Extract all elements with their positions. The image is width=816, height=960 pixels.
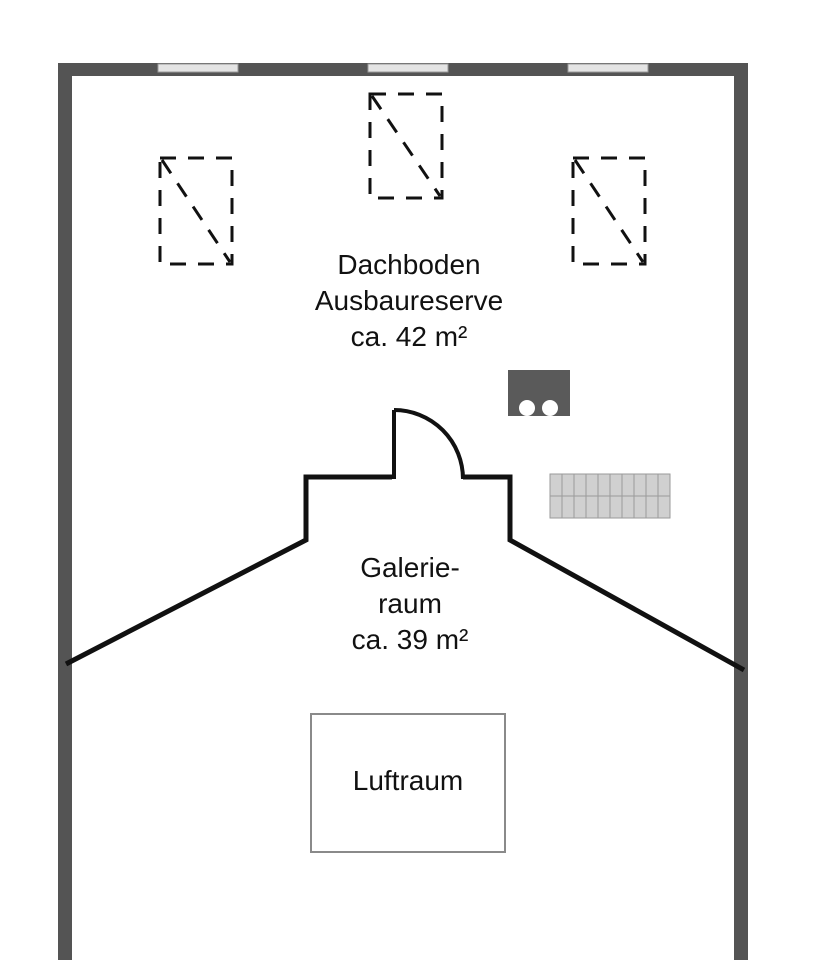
- skylight-center: [368, 92, 444, 200]
- skylight-right: [571, 156, 647, 266]
- skylight-right-diagonal: [573, 159, 645, 263]
- chimney-flue-left: [519, 400, 535, 416]
- dachboden-area: ca. 42 m²: [351, 321, 468, 352]
- galerie-line1: Galerie-: [360, 552, 460, 583]
- skylight-icon: [158, 156, 234, 266]
- skylight-center-diagonal: [370, 95, 442, 197]
- window-center: [367, 63, 449, 73]
- skylight-icon: [368, 92, 444, 200]
- window-right: [567, 63, 649, 73]
- galerie-area: ca. 39 m²: [352, 624, 469, 655]
- luftraum-outline: [310, 713, 506, 853]
- skylight-left-diagonal: [160, 159, 232, 263]
- inner-wall-left: [64, 474, 392, 667]
- window-left: [157, 63, 239, 73]
- dachboden-line2: Ausbaureserve: [315, 285, 503, 316]
- stair-icon: [549, 473, 671, 519]
- left-wall: [58, 63, 72, 960]
- skylight-left: [158, 156, 234, 266]
- chimney-flue-right: [542, 400, 558, 416]
- dachboden-line1: Dachboden: [337, 249, 480, 280]
- skylight-icon: [571, 156, 647, 266]
- windows: [157, 63, 649, 73]
- chimney-body: [508, 370, 570, 416]
- inner-wall-right: [463, 474, 746, 673]
- room-label-galerie: Galerie- raum ca. 39 m²: [352, 552, 469, 655]
- chimney-icon: [508, 370, 570, 416]
- door-swing-icon: [392, 408, 465, 480]
- door-swing-arc: [393, 408, 465, 480]
- inner-walls: [64, 474, 746, 673]
- room-label-dachboden: Dachboden Ausbaureserve ca. 42 m²: [315, 249, 503, 352]
- right-wall: [734, 63, 748, 960]
- galerie-line2: raum: [378, 588, 442, 619]
- room-label-luftraum: Luftraum: [353, 765, 464, 796]
